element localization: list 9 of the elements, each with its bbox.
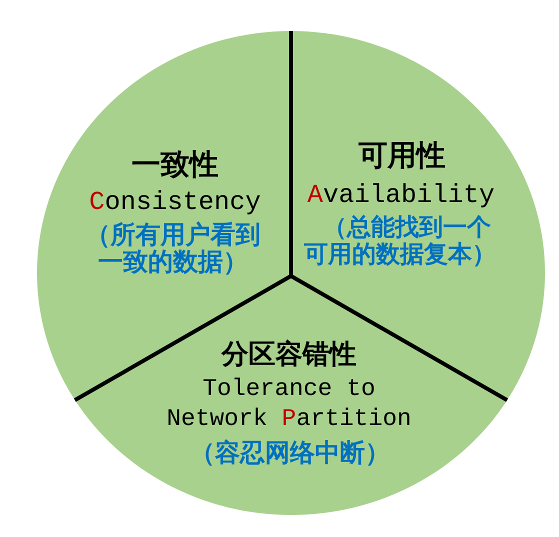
description: （总能找到一个可用的数据复本） [303,214,497,268]
english-term: Consistency [88,186,262,218]
property-heading: 可用性 [358,138,446,172]
property-heading: 一致性 [130,147,220,181]
property-heading: 分区容错性 [220,339,358,371]
description: （所有用户看到一致的数据） [84,221,262,275]
english-term: Tolerance to Network Partition [166,375,412,435]
description: （容忍网络中断） [188,438,391,468]
english-term: Availability [306,179,496,211]
